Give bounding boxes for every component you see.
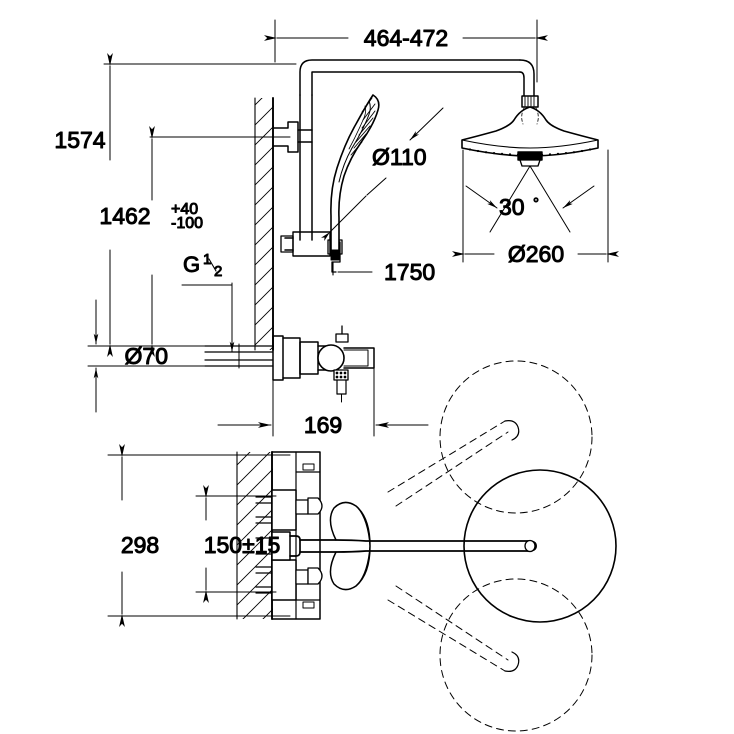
swivel-circle [463, 469, 617, 623]
swivel-position-up [439, 360, 593, 514]
dim-head-dia-label: Ø260 [508, 241, 564, 267]
dim-spray-angle [465, 165, 595, 233]
dim-plan-width [107, 444, 291, 627]
dim-head-dia [452, 149, 619, 263]
spout-ghost-down-edge1 [395, 585, 509, 661]
thread-fraction-bar [208, 258, 217, 272]
dim-spray-angle-label: 30 [499, 194, 525, 220]
thread-label-den: 2 [214, 263, 222, 280]
dim-tolerance-lower: -100 [171, 215, 203, 232]
bath-spout [289, 501, 537, 591]
dim-arm-reach-label: 464-472 [364, 25, 448, 51]
dim-arm-reach [264, 19, 548, 83]
dim-total-height-label: 1574 [54, 127, 105, 153]
spout-ghost-up-tip [504, 420, 520, 441]
thermostatic-mixer [204, 325, 375, 403]
swivel-position-down [439, 578, 593, 732]
dim-inlet-spacing [87, 299, 206, 413]
thread-label-g: G [183, 252, 200, 277]
dim-wall-projection [217, 351, 429, 437]
spout-ghost-up-edge2 [387, 420, 506, 493]
dim-plan-centers [195, 485, 277, 603]
dim-tolerance-upper: +40 [171, 201, 198, 218]
plan-mixer-body [255, 451, 323, 620]
dim-plan-centers-label: 150±15 [204, 532, 281, 558]
wall-hatching [254, 97, 274, 351]
dim-hose-label: 1750 [384, 259, 435, 285]
dim-plan-width-label: 298 [121, 532, 159, 558]
thread-label-num: 1 [203, 251, 211, 268]
hand-shower [330, 94, 380, 261]
dim-mixer-to-head-label: 1462 [99, 203, 150, 229]
thread-leader [181, 282, 235, 353]
dim-mixer-to-head [149, 126, 291, 357]
spout-ghost-down-tip [504, 651, 520, 672]
spout-ghost-up-edge1 [395, 431, 509, 507]
dim-spray-angle-unit: ° [533, 195, 539, 212]
shower-arm [299, 59, 535, 97]
plan-section-view [236, 360, 617, 732]
dim-hand-shower-label: Ø110 [372, 144, 427, 170]
dim-hand-shower-leaders [321, 107, 444, 241]
overhead-shower [461, 95, 599, 167]
dim-wall-projection-label: 169 [304, 412, 342, 438]
spout-ghost-down-edge2 [387, 599, 506, 672]
dim-inlet-spacing-label: Ø70 [125, 343, 168, 369]
